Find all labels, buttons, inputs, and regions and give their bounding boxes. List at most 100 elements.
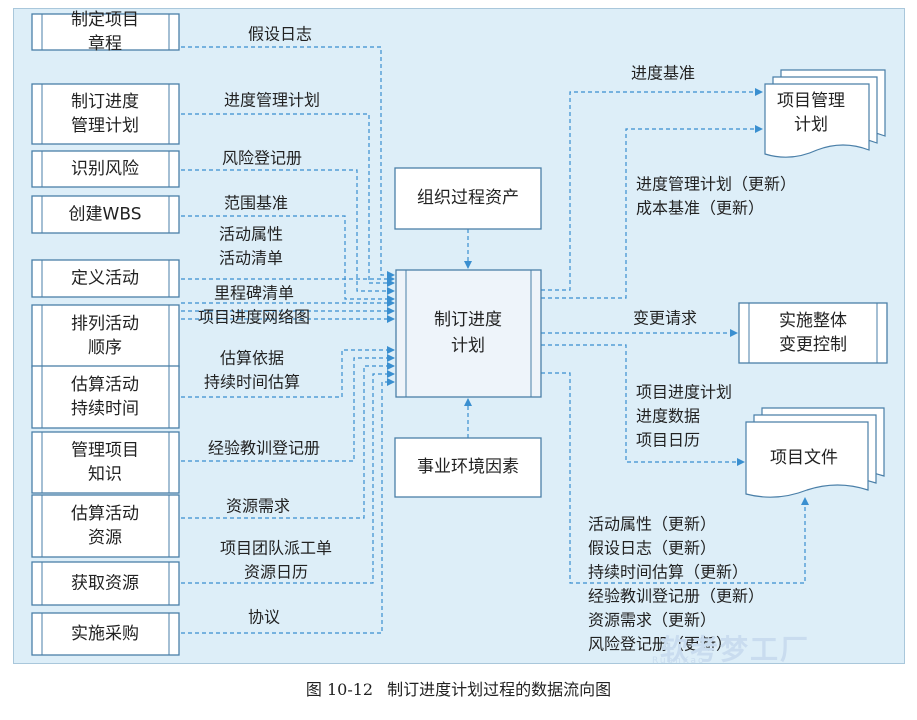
input-flow-label-line: 里程碑清单 bbox=[214, 284, 294, 303]
input-process-box bbox=[31, 83, 180, 145]
input-flow-label-line: 活动属性 bbox=[219, 225, 283, 244]
doc-updates-label-line: 持续时间估算（更新） bbox=[588, 563, 748, 582]
project-management-plan-label-line: 计划 bbox=[794, 115, 828, 135]
input-process-label: 创建WBS bbox=[69, 205, 142, 225]
input-process-label: 实施采购 bbox=[71, 624, 139, 644]
input-flow-label: 风险登记册 bbox=[222, 149, 302, 168]
input-process-box-rect bbox=[31, 431, 180, 494]
center-process-label-line: 制订进度 bbox=[434, 310, 502, 330]
input-flow-label-line: 项目团队派工单 bbox=[220, 539, 332, 558]
plan-updates-label-line: 成本基准（更新） bbox=[636, 199, 764, 218]
input-process-box bbox=[31, 561, 180, 606]
doc-updates-label-line: 假设日志（更新） bbox=[588, 539, 716, 558]
center-process-label: 制订进度计划 bbox=[434, 310, 502, 356]
schedule-baseline-label: 进度基准 bbox=[631, 64, 695, 83]
input-flow-arrow bbox=[181, 370, 395, 584]
input-process-label-line: 排列活动 bbox=[71, 314, 139, 334]
input-process-box-rect bbox=[31, 561, 180, 606]
input-flow-label-line: 持续时间估算 bbox=[204, 373, 300, 392]
project-management-plan-doc bbox=[764, 69, 886, 158]
enterprise-env-factors-label: 事业环境因素 bbox=[417, 457, 519, 477]
input-process-label-line: 制定项目 bbox=[71, 10, 139, 30]
input-process-label-line: 章程 bbox=[88, 34, 122, 54]
input-flow-arrow bbox=[181, 215, 395, 303]
input-flow-label: 经验教训登记册 bbox=[208, 439, 320, 458]
watermark-sub: RuanKao bbox=[652, 656, 706, 666]
input-process-box-rect bbox=[31, 13, 180, 51]
input-process-label-line: 管理项目 bbox=[71, 441, 139, 461]
doc-updates-label-line: 经验教训登记册（更新） bbox=[588, 587, 764, 606]
input-process-label-line: 估算活动 bbox=[71, 375, 139, 395]
org-process-assets-label: 组织过程资产 bbox=[417, 188, 519, 208]
integrated-change-control-label-line: 变更控制 bbox=[779, 335, 847, 355]
plan-updates-label: 进度管理计划（更新） 成本基准（更新） bbox=[636, 175, 796, 218]
doc-updates-label-line: 资源需求（更新） bbox=[588, 611, 716, 630]
input-flow-label-line: 风险登记册 bbox=[222, 149, 302, 168]
input-process-box-rect bbox=[31, 195, 180, 234]
input-process-box-rect bbox=[31, 259, 180, 298]
input-flow-label: 范围基准 bbox=[224, 194, 288, 213]
input-process-label-line: 持续时间 bbox=[71, 399, 139, 419]
project-docs-label-line: 项目日历 bbox=[636, 431, 700, 450]
plan-updates-label-line: 进度管理计划（更新） bbox=[636, 175, 796, 194]
input-flow-label-line: 活动清单 bbox=[219, 249, 283, 268]
input-process-label-line: 识别风险 bbox=[71, 159, 139, 179]
input-process-box bbox=[31, 365, 180, 429]
input-flow-label-line: 估算依据 bbox=[220, 349, 284, 368]
input-flow-label: 假设日志 bbox=[248, 25, 312, 44]
input-flow-label-line: 经验教训登记册 bbox=[208, 439, 320, 458]
enterprise-env-factors-box bbox=[394, 437, 542, 498]
input-flow-label-line: 资源日历 bbox=[244, 563, 308, 582]
project-docs-label-line: 项目进度计划 bbox=[636, 383, 732, 402]
input-process-box-rect bbox=[31, 150, 180, 188]
project-documents-label-line: 项目文件 bbox=[770, 448, 838, 468]
input-process-label-line: 制订进度 bbox=[71, 92, 139, 112]
input-process-label-line: 创建WBS bbox=[69, 205, 142, 225]
integrated-change-control-box-rect bbox=[738, 302, 888, 364]
input-process-label: 定义活动 bbox=[71, 269, 139, 289]
input-process-label-line: 获取资源 bbox=[71, 574, 139, 594]
input-process-box bbox=[31, 195, 180, 234]
input-flow-arrow bbox=[181, 378, 395, 634]
input-flow-label-line: 协议 bbox=[248, 608, 280, 627]
center-process-box bbox=[395, 269, 542, 398]
org-process-assets-label-line: 组织过程资产 bbox=[417, 188, 519, 208]
project-documents-doc-sheet bbox=[745, 421, 869, 498]
input-flow-arrow bbox=[181, 354, 395, 462]
input-process-label-line: 估算活动 bbox=[71, 504, 139, 524]
plan-updates-arrow bbox=[541, 125, 763, 299]
schedule-baseline-arrow bbox=[541, 88, 763, 291]
input-flow-arrow bbox=[181, 113, 395, 287]
watermark: 软考梦工厂 bbox=[660, 633, 811, 666]
org-process-assets-box bbox=[394, 167, 542, 230]
input-flow-arrow bbox=[181, 169, 395, 295]
project-management-plan-doc-sheet bbox=[764, 83, 870, 158]
input-flow-label-line: 假设日志 bbox=[248, 25, 312, 44]
input-flow-label-line: 进度管理计划 bbox=[224, 91, 320, 110]
change-request-label: 变更请求 bbox=[633, 309, 697, 328]
project-docs-label-line: 进度数据 bbox=[636, 407, 700, 426]
input-process-box bbox=[31, 13, 180, 51]
integrated-change-control-box bbox=[738, 302, 888, 364]
input-flow-label: 进度管理计划 bbox=[224, 91, 320, 110]
enterprise-env-factors-label-line: 事业环境因素 bbox=[417, 457, 519, 477]
input-flow-arrow bbox=[181, 346, 395, 398]
input-process-label-line: 资源 bbox=[88, 528, 122, 548]
input-flow-arrow bbox=[181, 362, 395, 519]
input-process-label: 识别风险 bbox=[71, 159, 139, 179]
schedule-baseline-label-line: 进度基准 bbox=[631, 64, 695, 83]
input-flow-label-line: 资源需求 bbox=[226, 497, 290, 516]
center-process-label-line: 计划 bbox=[451, 336, 485, 356]
input-process-box-rect bbox=[31, 83, 180, 145]
input-process-box-rect bbox=[31, 494, 180, 558]
